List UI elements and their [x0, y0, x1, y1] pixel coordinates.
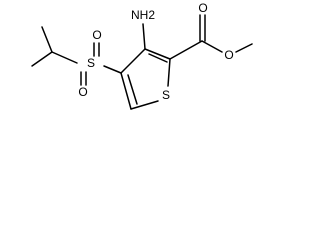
- bond-c3-c2: [144, 48, 171, 60]
- bond-oester-methyl: [235, 43, 253, 53]
- bond-c4-c3: [120, 48, 146, 74]
- atom-labels: NH2 O O S S O O: [78, 1, 233, 102]
- bond-c4-sulfonyl-s: [103, 65, 122, 74]
- bond-c3-n: [142, 23, 146, 50]
- thiophene-sulfur-label: S: [162, 88, 170, 102]
- bond-c3-c2-double: [148, 53, 168, 63]
- bond-isopropyl-methyl-a: [31, 51, 53, 67]
- sulfonyl-oxygen-top-label: O: [92, 28, 101, 42]
- bond-sulfonyl-isopropyl: [51, 51, 78, 64]
- bond-isopropyl-methyl-b: [41, 26, 53, 53]
- ester-oxygen-label: O: [224, 48, 233, 62]
- bond-c5-c4: [120, 72, 132, 110]
- sulfonyl-sulfur-label: S: [87, 56, 95, 70]
- bond-c2-carbonyl: [169, 40, 203, 60]
- bond-c5-c4-double: [127, 74, 138, 105]
- bond-carbonyl-oester: [201, 40, 223, 53]
- bonds: [31, 14, 253, 110]
- bond-c2-s1: [167, 58, 171, 87]
- carbonyl-oxygen-label: O: [198, 1, 207, 15]
- sulfonyl-oxygen-bottom-label: O: [78, 85, 87, 99]
- chemical-structure: NH2 O O S S O O: [31, 1, 253, 110]
- amino-label: NH2: [131, 8, 155, 22]
- bond-s1-c5: [130, 100, 159, 110]
